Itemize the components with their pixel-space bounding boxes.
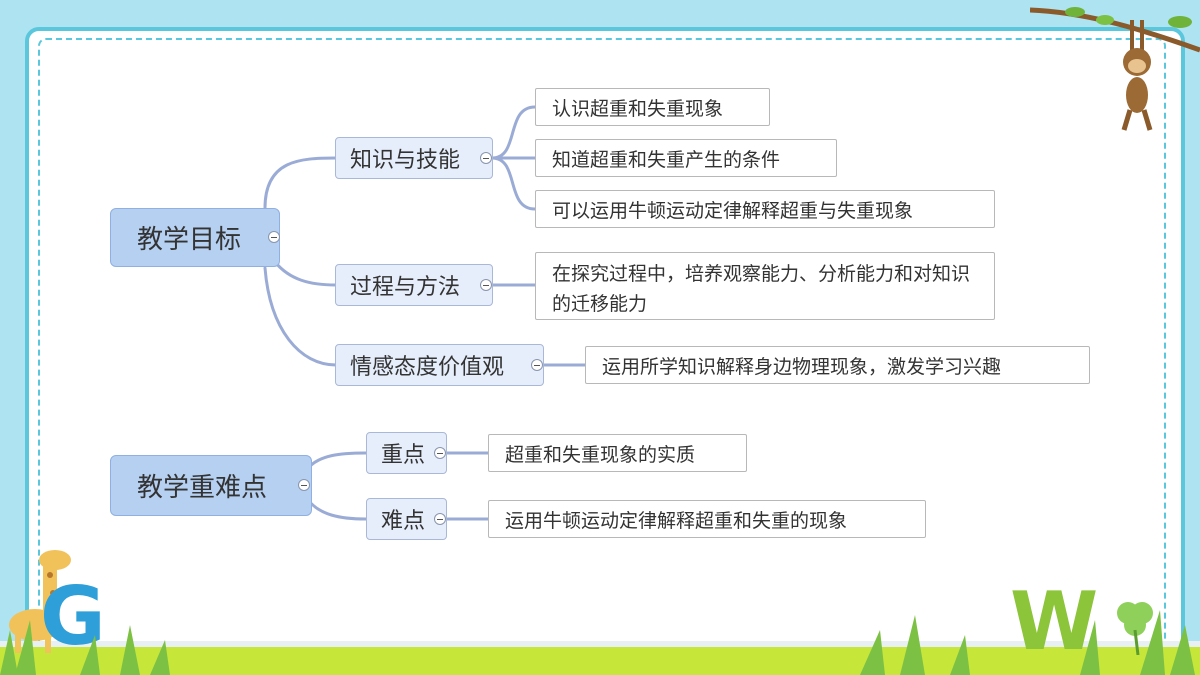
- branch-difficult-point[interactable]: 难点: [366, 498, 447, 540]
- leaf-item[interactable]: 运用牛顿运动定律解释超重和失重的现象: [488, 500, 926, 538]
- leaf-item[interactable]: 在探究过程中，培养观察能力、分析能力和对知识的迁移能力: [535, 252, 995, 320]
- slide-frame: [25, 27, 1185, 657]
- letter-w-icon: W: [1010, 575, 1099, 668]
- branch-knowledge-skills[interactable]: 知识与技能: [335, 137, 493, 179]
- root-node-key-difficulties[interactable]: 教学重难点: [110, 455, 312, 516]
- ground-strip: [0, 641, 1200, 649]
- grass-ground: [0, 647, 1200, 675]
- branch-emotion-values[interactable]: 情感态度价值观: [335, 344, 544, 386]
- branch-label: 重点: [381, 443, 426, 468]
- branch-process-method[interactable]: 过程与方法: [335, 264, 493, 306]
- leaf-label: 运用所学知识解释身边物理现象，激发学习兴趣: [602, 355, 1002, 378]
- leaf-item[interactable]: 认识超重和失重现象: [535, 88, 770, 126]
- root-node-teaching-goals[interactable]: 教学目标: [110, 208, 280, 267]
- leaf-label: 运用牛顿运动定律解释超重和失重的现象: [505, 509, 848, 532]
- monkey-icon: [1121, 20, 1153, 131]
- leaf-label: 认识超重和失重现象: [552, 97, 724, 120]
- leaf-item[interactable]: 运用所学知识解释身边物理现象，激发学习兴趣: [585, 346, 1090, 384]
- leaf-item[interactable]: 超重和失重现象的实质: [488, 434, 747, 472]
- branch-icon: [1030, 7, 1200, 53]
- collapse-icon[interactable]: [268, 231, 280, 243]
- collapse-icon[interactable]: [531, 359, 543, 371]
- leaf-item[interactable]: 可以运用牛顿运动定律解释超重与失重现象: [535, 190, 995, 228]
- grass-icon: [0, 610, 1195, 675]
- branch-label: 过程与方法: [350, 275, 461, 300]
- branch-label: 难点: [381, 509, 426, 534]
- branch-label: 情感态度价值观: [350, 355, 505, 380]
- collapse-icon[interactable]: [480, 279, 492, 291]
- root-label: 教学目标: [137, 225, 242, 255]
- giraffe-icon: [9, 550, 71, 653]
- leaf-label: 可以运用牛顿运动定律解释超重与失重现象: [552, 199, 914, 222]
- collapse-icon[interactable]: [298, 479, 310, 491]
- collapse-icon[interactable]: [480, 152, 492, 164]
- leaf-label: 知道超重和失重产生的条件: [552, 148, 781, 171]
- root-label: 教学重难点: [137, 473, 268, 503]
- branch-key-point[interactable]: 重点: [366, 432, 447, 474]
- collapse-icon[interactable]: [434, 447, 446, 459]
- branch-label: 知识与技能: [350, 148, 461, 173]
- leaf-label: 在探究过程中，培养观察能力、分析能力和对知识的迁移能力: [552, 263, 971, 315]
- clover-icon: [1117, 602, 1153, 655]
- collapse-icon[interactable]: [434, 513, 446, 525]
- leaf-item[interactable]: 知道超重和失重产生的条件: [535, 139, 837, 177]
- leaf-label: 超重和失重现象的实质: [505, 443, 696, 466]
